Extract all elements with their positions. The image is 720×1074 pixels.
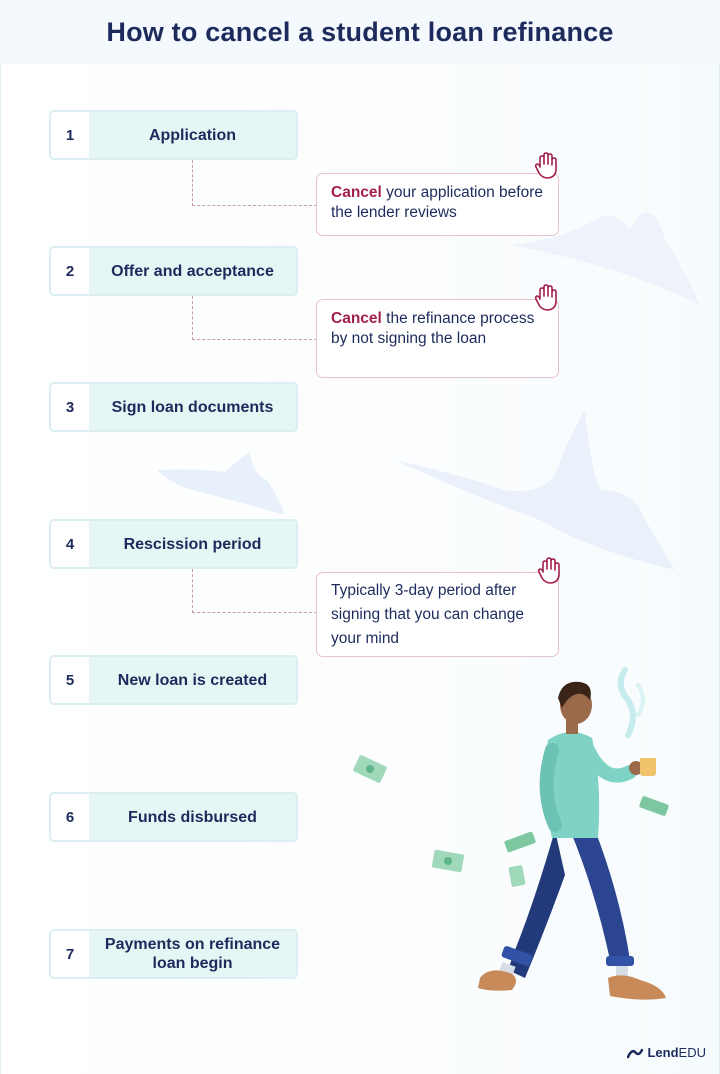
step-number: 7 <box>51 931 89 977</box>
walking-person-illustration <box>353 667 669 1000</box>
note-text: the refinance process by not signing the… <box>331 310 535 347</box>
stop-hand-icon <box>534 152 557 179</box>
money-bill-icon <box>639 796 669 816</box>
lendedu-logo-icon <box>627 1048 644 1058</box>
step-7: 7 Payments on refinance loan begin <box>49 929 298 979</box>
stop-hand-icon <box>534 284 557 311</box>
step-label: New loan is created <box>117 671 268 689</box>
page-title: How to cancel a student loan refinance <box>106 16 614 47</box>
dashed-connector <box>192 160 317 206</box>
cloud-decoration <box>510 212 700 305</box>
step-number: 3 <box>51 384 89 430</box>
logo-brand-bold: Lend <box>647 1045 679 1060</box>
step-4: 4 Rescission period <box>49 519 298 569</box>
stop-hand-icon <box>537 557 560 584</box>
step-label: Sign loan documents <box>111 398 274 416</box>
note-highlight: Cancel <box>331 184 382 201</box>
step-number: 6 <box>51 794 89 840</box>
step-1: 1 Application <box>49 110 298 160</box>
step-number: 4 <box>51 521 89 567</box>
note-highlight: Cancel <box>331 310 382 327</box>
header: How to cancel a student loan refinance <box>0 0 720 65</box>
dashed-connector <box>192 296 317 340</box>
step-label: Rescission period <box>123 535 262 553</box>
money-bill-icon <box>504 831 536 853</box>
money-bill-icon <box>353 755 387 783</box>
step-5: 5 New loan is created <box>49 655 298 705</box>
lendedu-logo: LendEDU <box>627 1045 706 1060</box>
money-bill-icon <box>508 865 526 887</box>
step-label: Application <box>148 126 237 144</box>
step-number: 2 <box>51 248 89 294</box>
note-text: your application before the lender revie… <box>331 184 543 221</box>
note-cancel-application: Cancel your application before the lende… <box>316 173 559 236</box>
cloud-decoration <box>157 452 285 515</box>
step-2: 2 Offer and acceptance <box>49 246 298 296</box>
step-label: Payments on refinance loan begin <box>104 936 281 972</box>
step-label: Offer and acceptance <box>111 262 274 280</box>
note-rescission: Typically 3-day period after signing tha… <box>316 572 559 657</box>
cloud-decoration <box>395 410 675 570</box>
note-cancel-refinance: Cancel the refinance process by not sign… <box>316 299 559 378</box>
step-number: 5 <box>51 657 89 703</box>
step-label: Funds disbursed <box>128 808 257 826</box>
step-3: 3 Sign loan documents <box>49 382 298 432</box>
logo-brand-rest: EDU <box>678 1045 706 1060</box>
note-text: Typically 3-day period after signing tha… <box>331 582 525 647</box>
step-6: 6 Funds disbursed <box>49 792 298 842</box>
step-number: 1 <box>51 112 89 158</box>
money-bill-icon <box>431 849 465 873</box>
dashed-connector <box>192 569 317 613</box>
